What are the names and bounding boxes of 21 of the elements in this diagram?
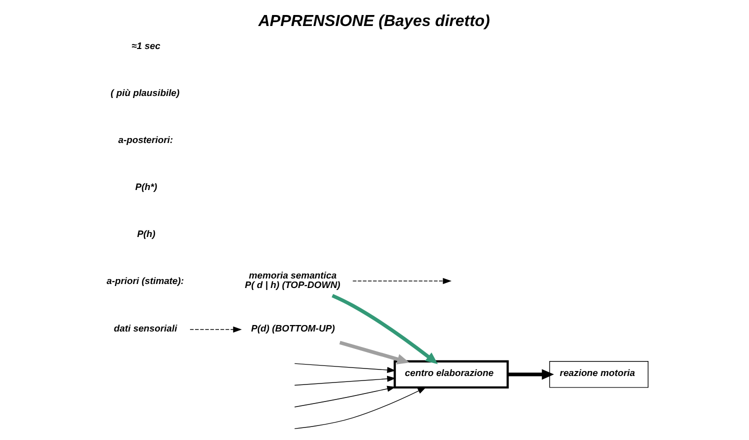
arrow: [352, 278, 452, 284]
node-text: memoria semantica P( d | h) (TOP-DOWN): [244, 269, 340, 290]
node-box: centro elaborazione: [394, 360, 509, 389]
label: a-priori (stimate):: [106, 275, 184, 286]
node-text: dati sensoriali: [114, 322, 178, 334]
arrow: [190, 326, 242, 333]
arrow: [294, 363, 396, 374]
label: a-posteriori:: [118, 134, 174, 146]
arrow: [294, 386, 396, 408]
node-text: P(d) (BOTTOM-UP): [251, 322, 335, 334]
label: ( più plausibile): [110, 87, 180, 98]
arrow: [294, 387, 426, 430]
label: ≈1 sec: [132, 40, 160, 51]
diagram-title: APPRENSIONE (Bayes diretto): [258, 12, 490, 30]
node-box: reazione motoria: [549, 361, 648, 388]
arrow: [339, 340, 410, 364]
arrow: [508, 369, 554, 380]
arrow: [294, 376, 396, 386]
arrow: [332, 294, 438, 364]
label: P(h*): [135, 181, 158, 192]
label: P(h): [137, 228, 156, 240]
